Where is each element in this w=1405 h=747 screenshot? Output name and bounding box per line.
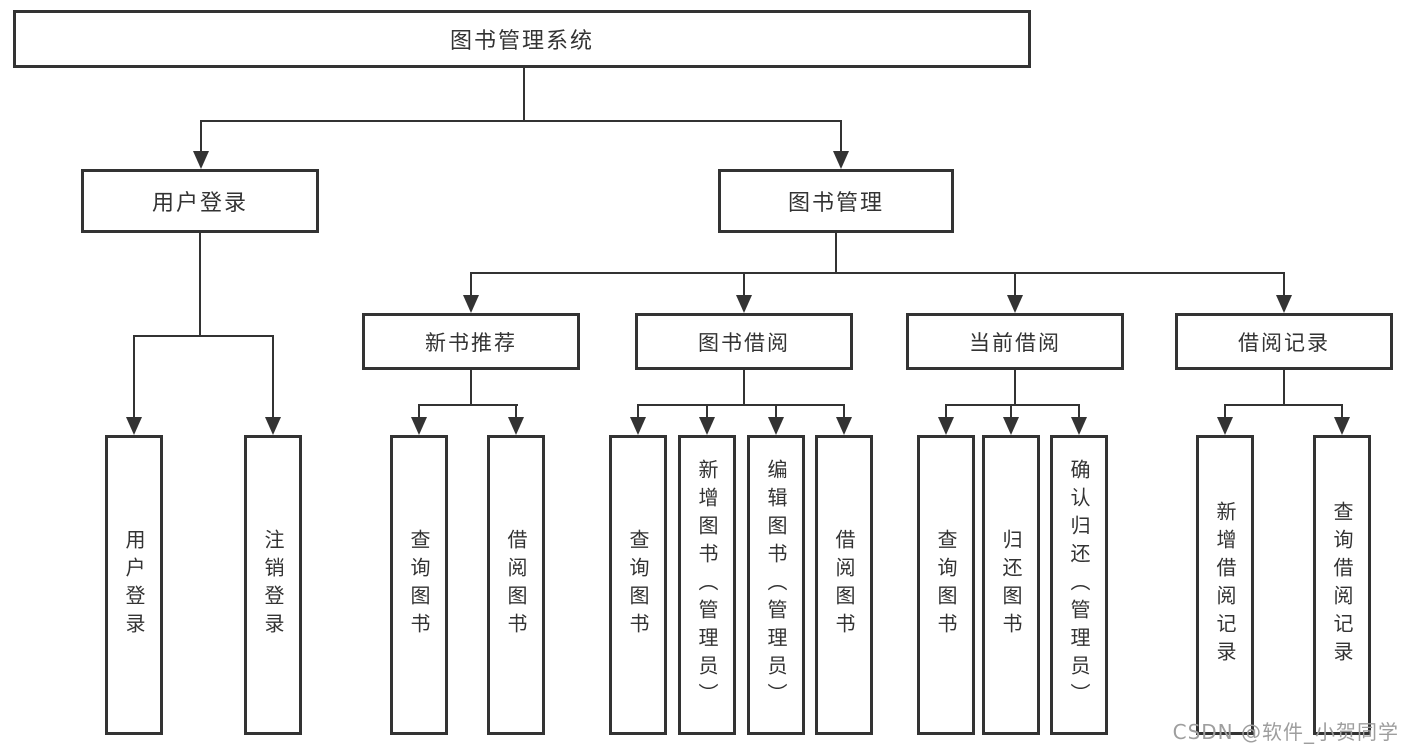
leaf-box-borrow-books-1: 借阅图书 [487, 435, 545, 735]
leaf-label: 确认归还（管理员） [1067, 459, 1091, 711]
leaf-box-edit-books-admin: 编辑图书（管理员） [747, 435, 805, 735]
leaf-box-query-books-1: 查询图书 [390, 435, 448, 735]
leaf-box-confirm-return-admin: 确认归还（管理员） [1050, 435, 1108, 735]
level3-box-new-book-recommend: 新书推荐 [362, 313, 580, 370]
leaf-label: 用户登录 [122, 529, 146, 641]
leaf-label: 注销登录 [261, 529, 285, 641]
leaf-box-return-books: 归还图书 [982, 435, 1040, 735]
leaf-box-add-borrow-record: 新增借阅记录 [1196, 435, 1254, 735]
leaf-label: 查询借阅记录 [1330, 501, 1354, 669]
level3-box-current-borrow: 当前借阅 [906, 313, 1124, 370]
root-box-library-system: 图书管理系统 [13, 10, 1031, 68]
level2-label: 用户登录 [151, 191, 248, 216]
leaf-label: 查询图书 [934, 529, 958, 641]
leaf-box-add-books-admin: 新增图书（管理员） [678, 435, 736, 735]
level3-box-borrow-records: 借阅记录 [1175, 313, 1393, 370]
root-label: 图书管理系统 [449, 29, 594, 54]
leaf-label: 新增图书（管理员） [695, 459, 719, 711]
level2-label: 图书管理 [787, 191, 884, 216]
level2-box-book-management: 图书管理 [718, 169, 954, 233]
level3-box-book-borrow: 图书借阅 [635, 313, 853, 370]
leaf-box-query-borrow-record: 查询借阅记录 [1313, 435, 1371, 735]
leaf-label: 归还图书 [999, 529, 1023, 641]
leaf-box-user-login: 用户登录 [105, 435, 163, 735]
leaf-label: 新增借阅记录 [1213, 501, 1237, 669]
leaf-label: 借阅图书 [504, 529, 528, 641]
leaf-box-query-books-2: 查询图书 [609, 435, 667, 735]
leaf-box-borrow-books-2: 借阅图书 [815, 435, 873, 735]
csdn-watermark: CSDN @软件_小贺同学 [1172, 720, 1399, 744]
level3-label: 借阅记录 [1238, 330, 1330, 355]
level3-label: 当前借阅 [969, 330, 1061, 355]
leaf-box-logout: 注销登录 [244, 435, 302, 735]
leaf-label: 查询图书 [626, 529, 650, 641]
leaf-label: 借阅图书 [832, 529, 856, 641]
leaf-label: 编辑图书（管理员） [764, 459, 788, 711]
level3-label: 图书借阅 [698, 330, 790, 355]
leaf-box-query-books-3: 查询图书 [917, 435, 975, 735]
level2-box-user-login: 用户登录 [81, 169, 319, 233]
leaf-label: 查询图书 [407, 529, 431, 641]
level3-label: 新书推荐 [425, 330, 517, 355]
